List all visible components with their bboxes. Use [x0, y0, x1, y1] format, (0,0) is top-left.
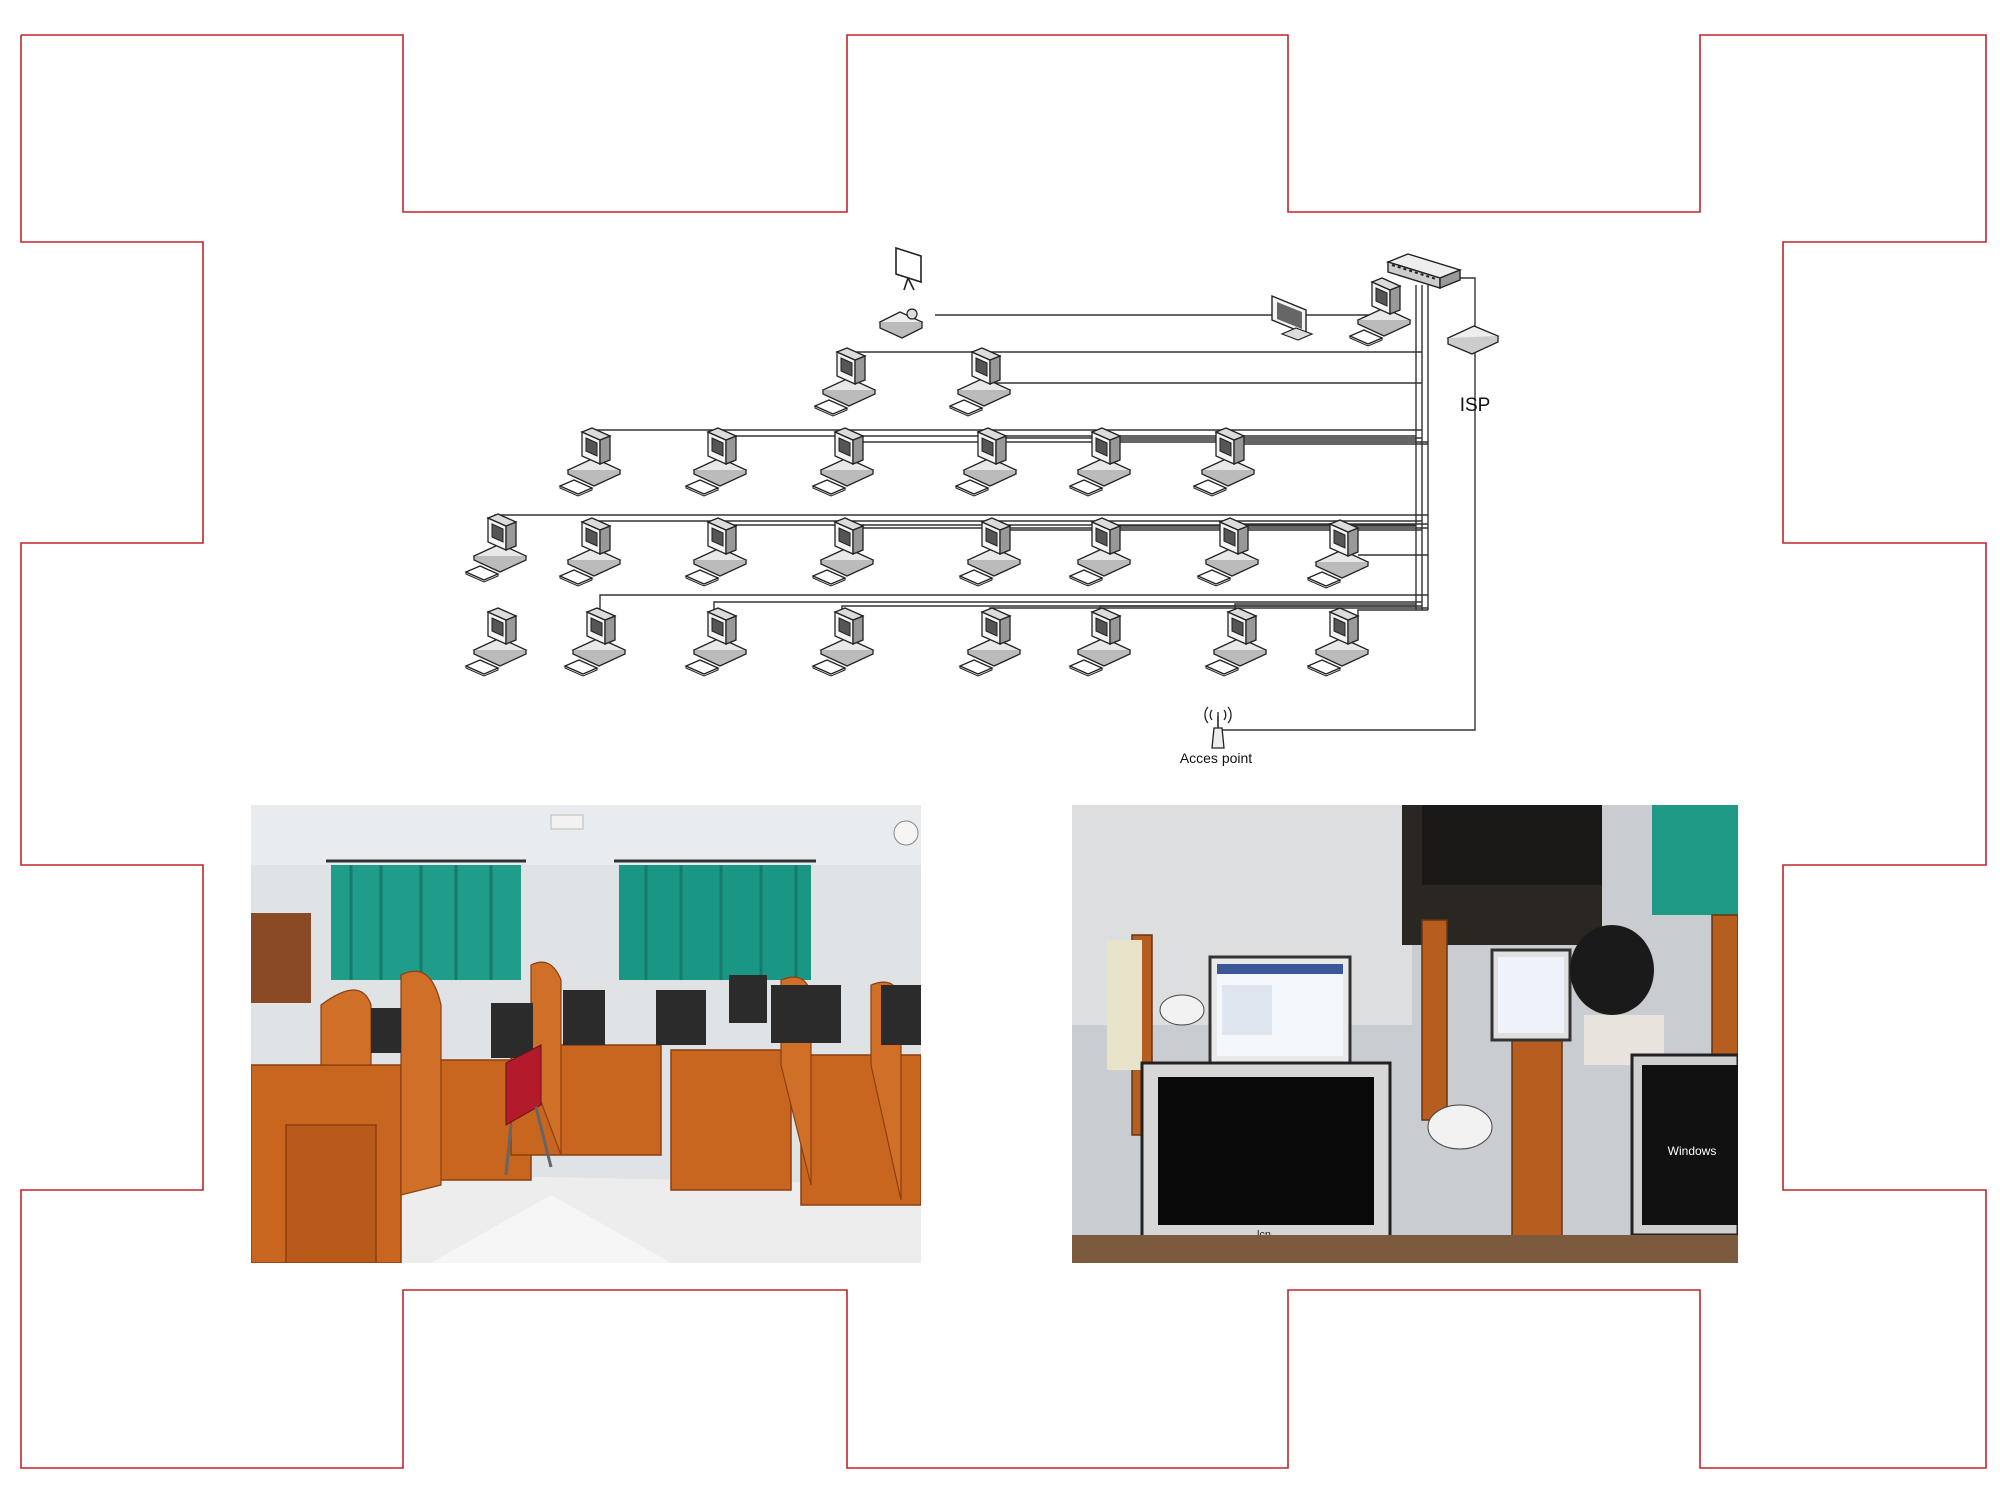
pc-icon — [685, 517, 747, 587]
pc-icon — [814, 347, 876, 417]
pc-icon — [465, 513, 527, 583]
access-point-icon — [1204, 706, 1232, 749]
projection-screen — [895, 246, 922, 291]
pc-icon — [949, 347, 1011, 417]
computer-lab-photo — [251, 805, 921, 1263]
isp-label: ISP — [1460, 395, 1491, 416]
pc-icon — [564, 607, 626, 677]
decorative-frame — [20, 34, 1987, 1469]
projector — [878, 308, 924, 339]
pc-icon — [559, 517, 621, 587]
server-icon — [1349, 277, 1411, 347]
access-point-label: Acces point — [1180, 750, 1252, 766]
pc-icon — [1069, 607, 1131, 677]
pc-icon — [1205, 607, 1267, 677]
pc-icon — [812, 607, 874, 677]
pc-icon — [812, 427, 874, 497]
students-photo: lcn Windows — [1072, 805, 1738, 1263]
lcd-monitor — [1271, 294, 1314, 341]
isp-modem — [1446, 325, 1500, 355]
pc-icon — [1307, 607, 1369, 677]
pc-icon — [959, 607, 1021, 677]
windows-logo-text: Windows — [1668, 1144, 1717, 1158]
pc-icon — [685, 607, 747, 677]
pc-icon — [685, 427, 747, 497]
pc-icon — [559, 427, 621, 497]
pc-icon — [465, 607, 527, 677]
network-switch — [1385, 253, 1463, 290]
